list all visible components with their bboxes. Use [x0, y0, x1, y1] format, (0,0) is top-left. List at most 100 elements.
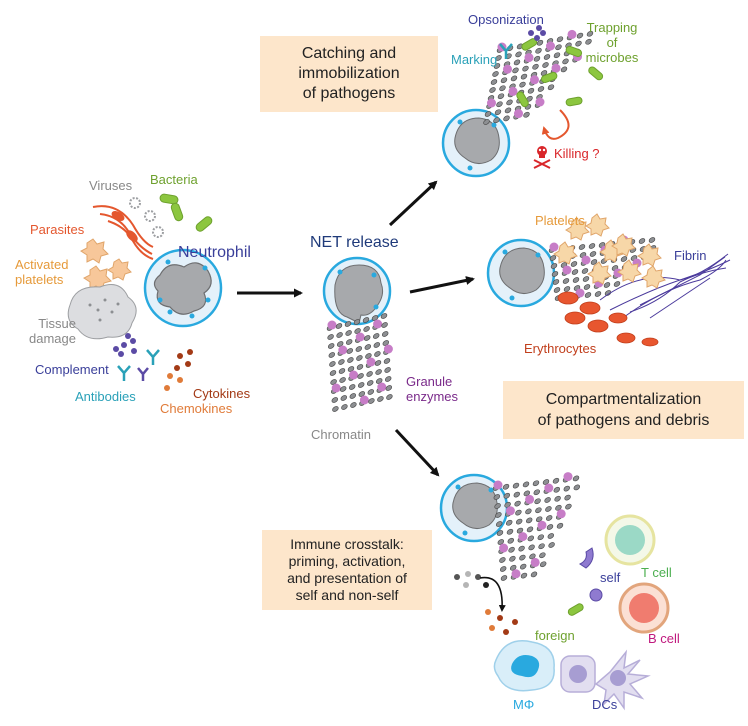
nucleosome [565, 503, 572, 510]
nucleosome [532, 480, 540, 487]
label-viruses: Viruses [89, 178, 133, 193]
nucleosome [335, 323, 343, 329]
nucleosome [500, 77, 508, 84]
nucleosome [572, 475, 580, 482]
granule-enzyme [487, 98, 496, 108]
nucleosome [514, 500, 521, 507]
nucleosome [373, 342, 381, 348]
nucleosome [508, 546, 515, 553]
nucleosome [384, 376, 392, 382]
nucleosome [506, 528, 514, 535]
nucleosome [374, 360, 382, 366]
platelet [585, 213, 610, 237]
granule-enzyme [575, 288, 585, 298]
granule-enzyme [525, 494, 535, 504]
compartmentalization-box: Compartmentalization of pathogens and de… [503, 381, 744, 439]
nucleosome [349, 393, 357, 399]
granule-enzyme [563, 472, 573, 482]
nucleosome [495, 55, 502, 61]
nucleosome [377, 396, 384, 402]
nucleosome [573, 484, 581, 491]
nucleosome [552, 477, 560, 484]
nucleosome [545, 515, 553, 521]
nucleosome [525, 508, 532, 515]
nucleosome [327, 343, 335, 349]
nucleosome [344, 321, 352, 327]
label-dcs: DCs [592, 697, 618, 712]
nucleosome [385, 385, 393, 391]
nucleosome [578, 244, 586, 250]
tissue-damage-icon [67, 284, 137, 340]
nucleosome [339, 377, 346, 383]
nucleosome [500, 575, 508, 581]
granule-enzyme [359, 395, 369, 405]
nucleosome [494, 109, 502, 116]
granule-enzyme [544, 483, 554, 493]
nucleosome [519, 81, 526, 88]
granule-enzyme [530, 75, 539, 85]
nucleosome [512, 67, 519, 74]
label-chemokines: Chemokines [160, 401, 233, 416]
nucleosome [513, 59, 521, 66]
nucleosome [495, 512, 502, 518]
antibody-icon [117, 349, 160, 381]
nucleosome [590, 259, 598, 265]
label-t-cell: T cell [641, 565, 672, 580]
nucleosome [522, 65, 529, 72]
granule-enzyme [355, 332, 365, 342]
parasite-icon [92, 205, 154, 260]
label-granule-enzymes: Granule enzymes [406, 374, 459, 404]
nucleosome [363, 326, 370, 332]
label-foreign: foreign [535, 628, 575, 643]
nucleosome [357, 382, 365, 388]
nucleosome [553, 486, 561, 493]
nucleosome [384, 367, 391, 373]
nucleosome [523, 111, 530, 118]
nucleosome [329, 361, 336, 367]
processing-arrow [479, 576, 506, 612]
nucleosome [539, 552, 546, 559]
label-killing: Killing ? [554, 146, 600, 161]
nucleosome [552, 279, 560, 285]
label-antibodies: Antibodies [75, 389, 136, 404]
chemokine-icon [164, 373, 183, 391]
nucleosome [339, 386, 347, 392]
label-chromatin: Chromatin [311, 427, 371, 442]
skull-crossbones-icon [533, 146, 551, 169]
neutrophil-cell [143, 248, 223, 328]
nucleosome [604, 290, 612, 296]
label-fibrin: Fibrin [674, 248, 707, 263]
nucleosome [525, 517, 533, 524]
nucleosome [533, 55, 541, 62]
nucleosome [497, 93, 505, 100]
nucleosome [535, 47, 542, 54]
label-parasites: Parasites [30, 222, 85, 237]
nucleosome [543, 54, 551, 60]
granule-enzyme [562, 265, 572, 275]
nucleosome [366, 371, 373, 377]
crosstalk-box: Immune crosstalk: priming, activation, a… [262, 530, 432, 610]
nucleosome [550, 263, 558, 269]
granule-enzyme [505, 506, 515, 516]
label-net-release: NET release [310, 234, 399, 251]
nucleosome [538, 543, 545, 550]
nucleosome [504, 107, 512, 114]
nucleosome [530, 571, 538, 578]
nucleosome [571, 269, 579, 275]
nucleosome [526, 526, 534, 533]
nucleosome [513, 491, 521, 498]
granule-enzyme [546, 41, 555, 51]
nucleosome [562, 58, 569, 65]
nucleosome [348, 384, 356, 390]
platelet [553, 241, 578, 265]
activated-platelet-icon [80, 238, 132, 291]
label-marking: Marking [451, 52, 498, 67]
nucleosome [509, 555, 516, 562]
nucleosome [499, 557, 506, 563]
granule-enzyme [327, 320, 337, 330]
catching-box-text: Catching and immobilization of pathogens [298, 45, 400, 102]
self-antigen-icon [579, 547, 603, 602]
nucleosome [496, 530, 504, 536]
nucleosome [364, 344, 372, 350]
